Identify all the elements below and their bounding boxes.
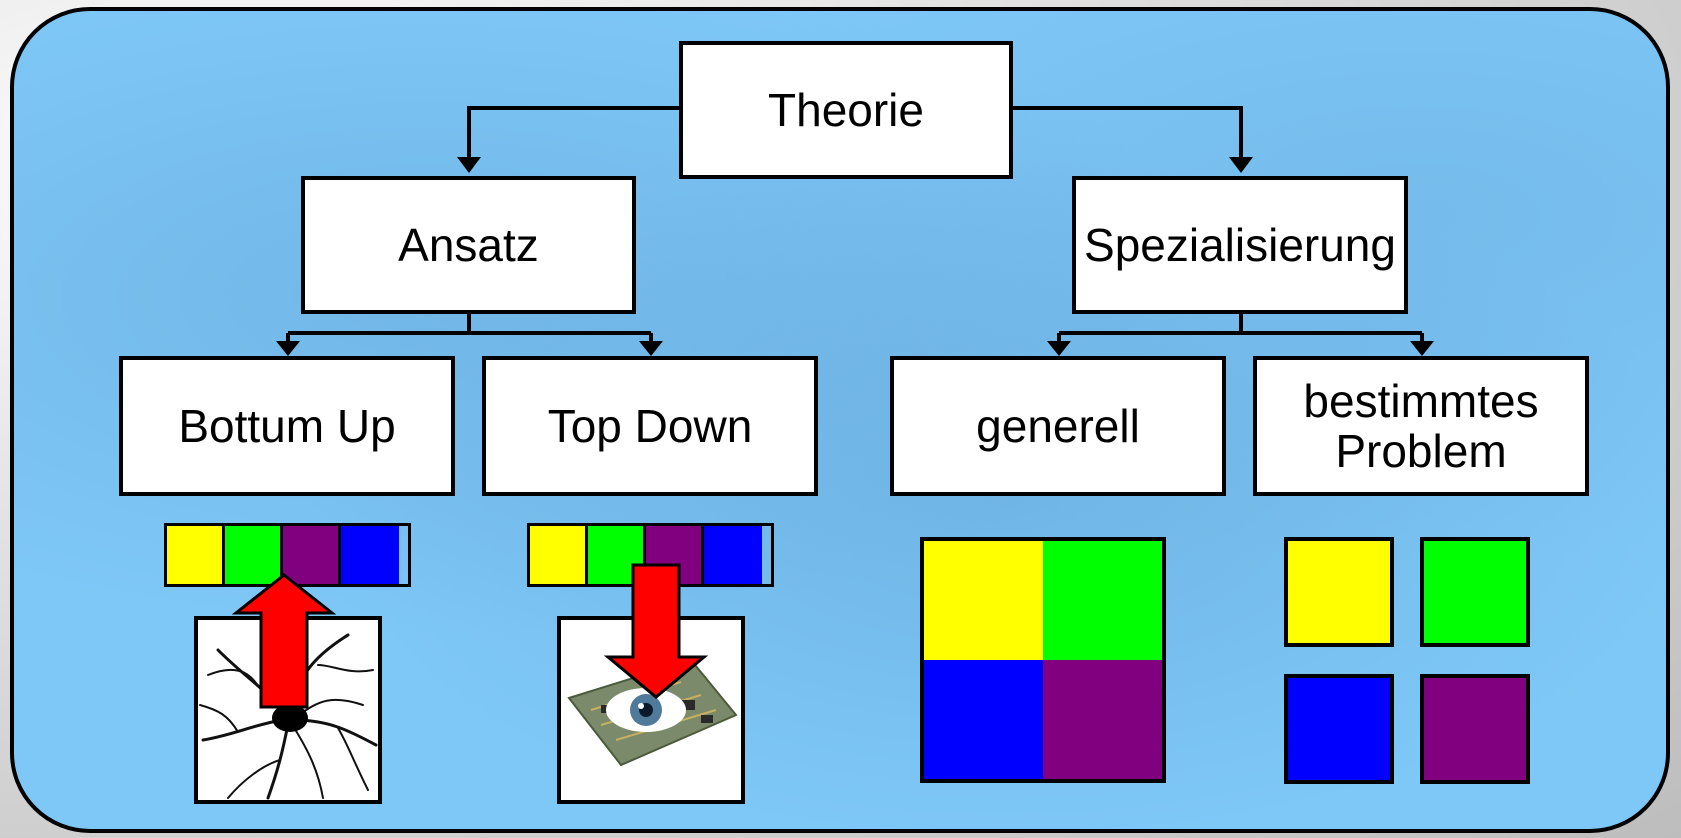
grid-cell-purple <box>1043 660 1162 779</box>
up-arrow-icon <box>232 573 336 709</box>
separate-square-blue <box>1284 674 1394 784</box>
node-bestimmtes-line2: Problem <box>1335 425 1507 477</box>
color-cell-yellow <box>167 526 225 584</box>
connector-theorie-ansatz <box>467 106 679 161</box>
connector-ansatz-children <box>286 312 653 345</box>
top-down-color-strip <box>527 523 774 587</box>
color-cell-blue <box>704 526 762 584</box>
diagram-panel: Theorie Ansatz Spezialisierung Bottum Up… <box>10 7 1670 833</box>
node-generell-label: generell <box>976 400 1140 452</box>
color-cell-purple <box>283 526 341 584</box>
node-theorie-label: Theorie <box>768 84 924 136</box>
node-top-down-label: Top Down <box>547 400 753 452</box>
node-bestimmtes-line1: bestimmtes <box>1303 375 1539 427</box>
connector-spezialisierung-children <box>1057 312 1424 345</box>
node-bottom-up: Bottum Up <box>119 356 455 496</box>
separate-square-yellow <box>1284 537 1394 647</box>
down-arrow-icon <box>604 563 708 699</box>
separate-square-purple <box>1420 674 1530 784</box>
color-cell-green <box>225 526 283 584</box>
color-cell-yellow <box>530 526 588 584</box>
connector-theorie-spezialisierung <box>1011 106 1243 161</box>
grid-cell-green <box>1043 541 1162 660</box>
node-spezialisierung: Spezialisierung <box>1072 176 1408 314</box>
node-bestimmtes-problem: bestimmtes Problem <box>1253 356 1589 496</box>
grid-cell-yellow <box>924 541 1043 660</box>
node-top-down: Top Down <box>482 356 818 496</box>
node-generell: generell <box>890 356 1226 496</box>
color-cell-blue <box>341 526 399 584</box>
grid-cell-blue <box>924 660 1043 779</box>
separate-square-green <box>1420 537 1530 647</box>
node-spezialisierung-label: Spezialisierung <box>1084 219 1396 271</box>
node-bottom-up-label: Bottum Up <box>178 400 396 452</box>
connector-lines <box>276 106 1434 356</box>
generell-color-grid <box>920 537 1166 783</box>
node-theorie: Theorie <box>679 41 1013 179</box>
node-ansatz: Ansatz <box>301 176 636 314</box>
node-ansatz-label: Ansatz <box>398 219 539 271</box>
